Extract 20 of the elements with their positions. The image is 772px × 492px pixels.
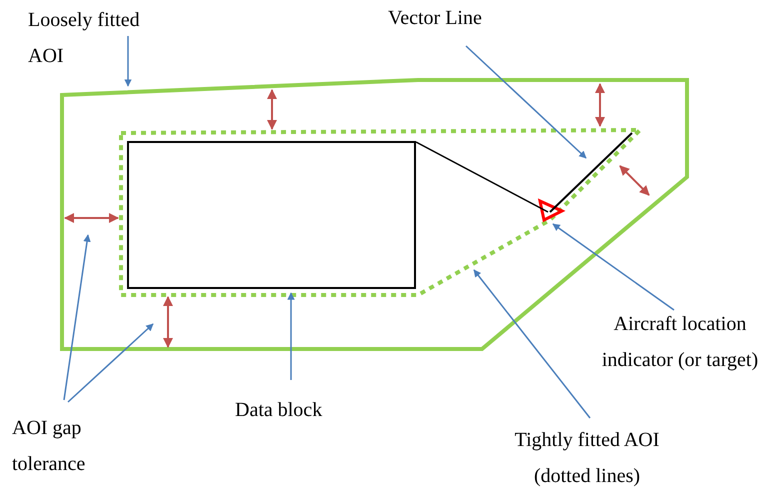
aircraft-triangle: [536, 198, 566, 222]
leader-line: [124, 36, 132, 87]
gap-tolerance-arrow: [162, 295, 174, 349]
leader-line: [68, 323, 154, 403]
callout-label: Data block: [235, 392, 365, 428]
leader-line: [63, 234, 91, 400]
leader-line: [473, 269, 591, 418]
gap-tolerance-arrow: [63, 212, 120, 224]
gap-tolerance-arrow: [266, 88, 278, 131]
callout-label: AOI gap tolerance: [12, 410, 122, 482]
data-block-rectangle: [127, 141, 416, 289]
leader-line: [552, 223, 674, 311]
callout-label: Aircraft location indicator (or target): [588, 306, 772, 378]
leader-line: [465, 45, 587, 159]
callout-label: Tightly fitted AOI (dotted lines): [497, 422, 677, 492]
gap-tolerance-arrow: [618, 164, 651, 197]
callout-label: Loosely fitted AOI: [28, 2, 158, 74]
gap-tolerance-arrow: [594, 82, 606, 128]
callout-label: Vector Line: [388, 0, 528, 36]
leader-line: [287, 292, 295, 380]
